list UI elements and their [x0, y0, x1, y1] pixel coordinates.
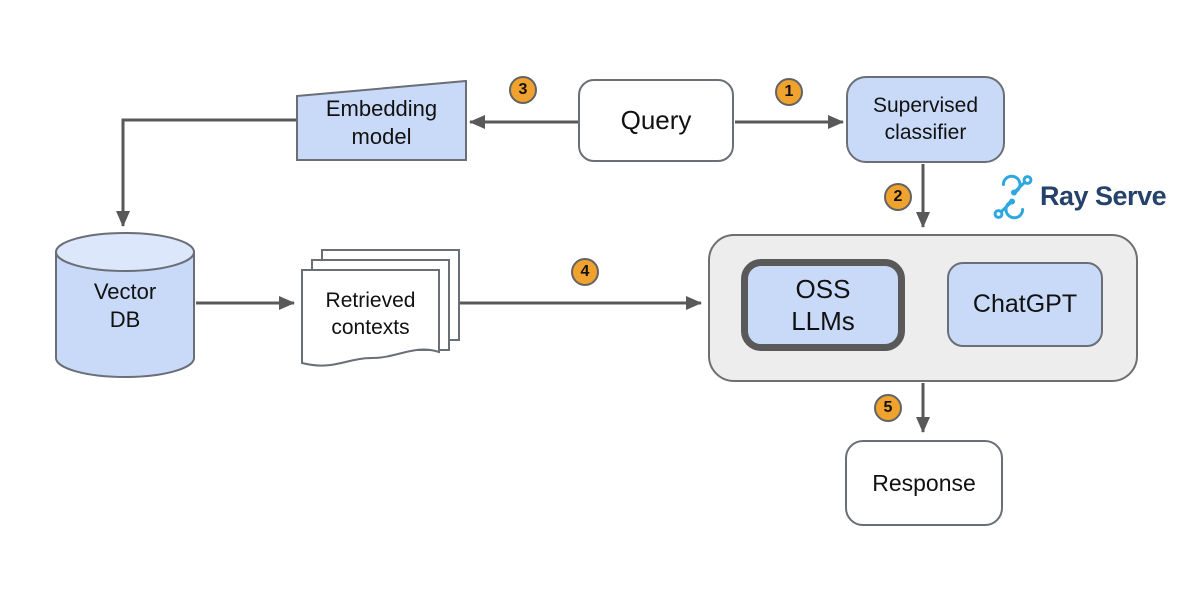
oss-llms-node: OSS LLMs — [741, 259, 905, 351]
step-badge-5: 5 — [874, 394, 902, 422]
embedding-model-shape — [296, 79, 467, 161]
query-node: Query — [578, 79, 734, 162]
supervised-classifier-node: Supervised classifier — [846, 76, 1005, 163]
ray-serve-wordmark: Ray Serve — [1040, 181, 1167, 211]
step-badge-1: 1 — [775, 78, 803, 106]
arrow-embedding-to-vectordb — [116, 118, 297, 227]
step-badge-2: 2 — [884, 183, 912, 211]
response-node: Response — [845, 440, 1003, 526]
ray-serve-icon — [993, 174, 1033, 220]
vector-db-shape — [55, 232, 195, 378]
step-badge-3: 3 — [509, 76, 537, 104]
document-stack — [301, 249, 460, 367]
step-badge-4: 4 — [571, 258, 599, 286]
chatgpt-node: ChatGPT — [947, 262, 1103, 347]
